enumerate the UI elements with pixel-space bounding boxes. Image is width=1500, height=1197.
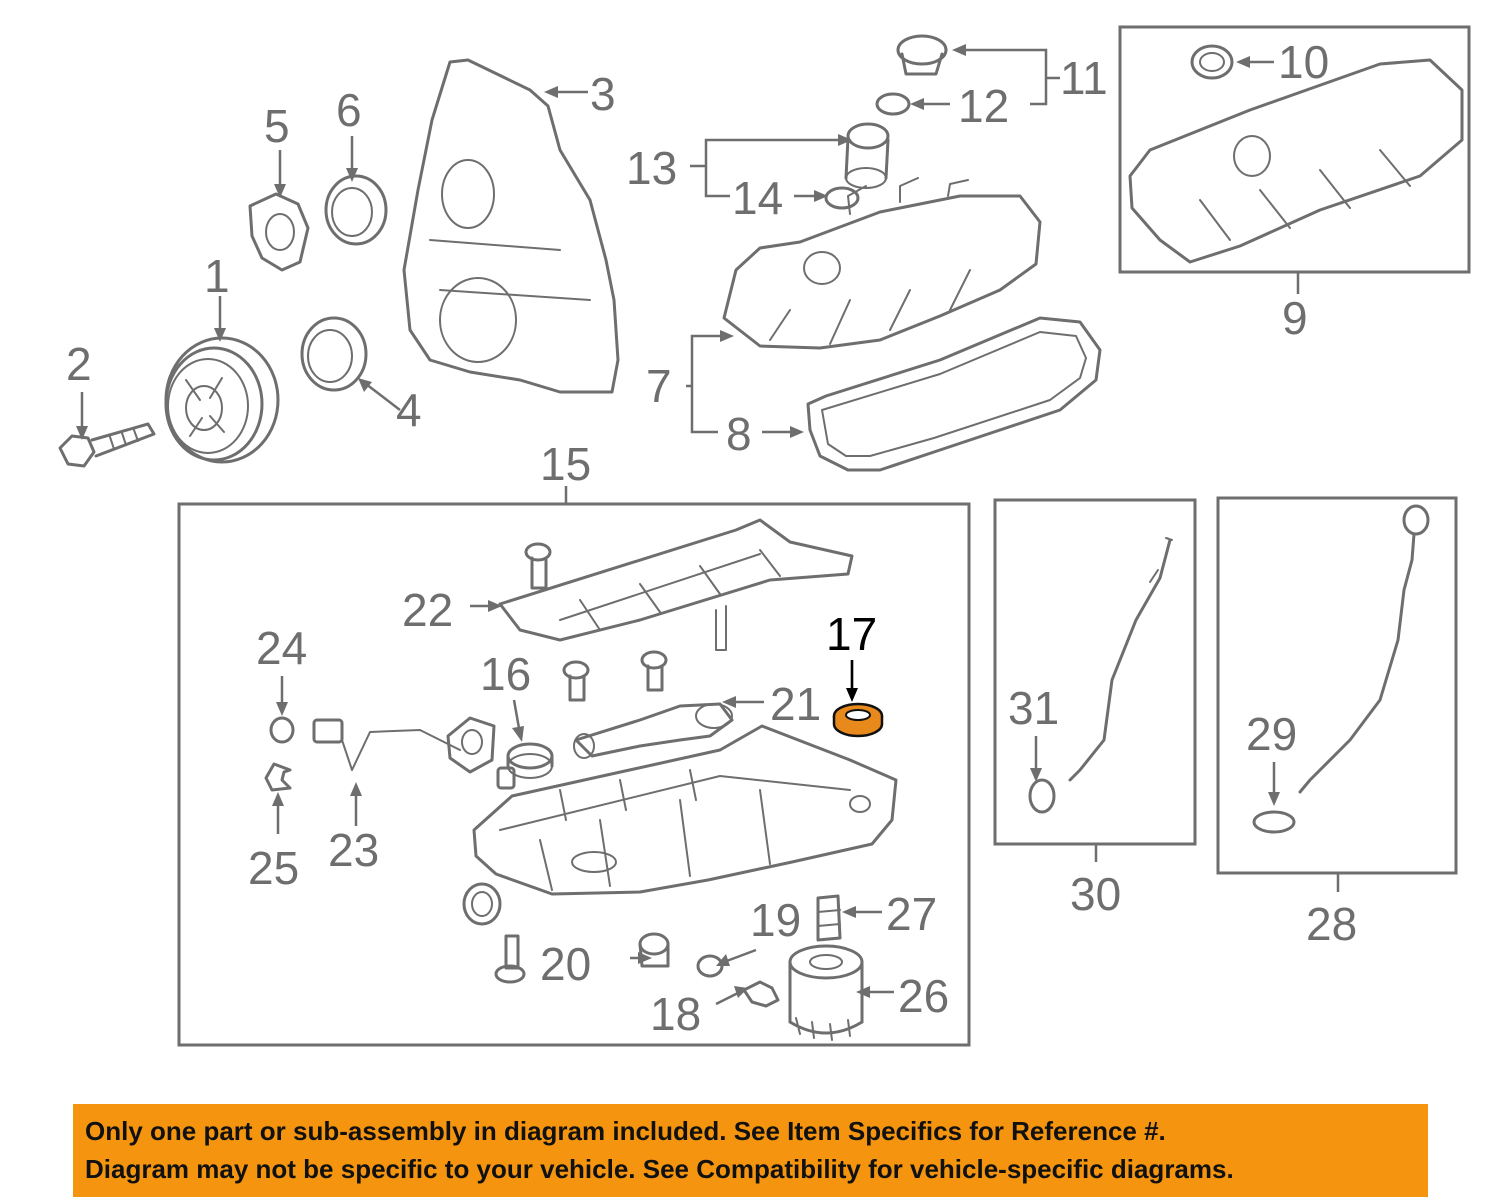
valve-cover-part [722, 177, 1042, 350]
sensor-clip-part [264, 762, 292, 792]
callout-23: 23 [328, 824, 379, 876]
oil-filter-part [788, 944, 864, 1041]
callout-16: 16 [480, 648, 531, 700]
valve-cover-gasket-part [806, 316, 1102, 472]
callout-3: 3 [590, 68, 616, 120]
disclaimer-line-1: Only one part or sub-assembly in diagram… [85, 1116, 1166, 1146]
crank-seal-part [300, 316, 368, 392]
pan-bolt-part [494, 934, 526, 984]
timing-plate-part [248, 192, 310, 272]
leader-lines [76, 44, 1340, 1006]
oil-pan-part [472, 724, 898, 896]
front-seal-part [324, 174, 388, 246]
callout-22: 22 [402, 584, 453, 636]
drain-plug-18-part [742, 980, 780, 1008]
group-box-15 [177, 502, 971, 1047]
tube-o-ring-31-part [1028, 778, 1056, 814]
callout-27: 27 [886, 888, 937, 940]
crank-bolt-part [58, 422, 156, 468]
fitting-27-part [816, 894, 842, 942]
pan-seal-part [462, 882, 502, 926]
callout-28: 28 [1306, 898, 1357, 950]
highlighted-seal-part [832, 702, 884, 738]
callout-8: 8 [726, 408, 752, 460]
disclaimer-line-2: Diagram may not be specific to your vehi… [85, 1154, 1234, 1184]
oil-cap-seal-part [1190, 44, 1234, 80]
callout-30: 30 [1070, 868, 1121, 920]
callout-10: 10 [1278, 36, 1329, 88]
baffle-bolt-left-part [562, 660, 590, 702]
callout-1: 1 [204, 250, 230, 302]
callout-26: 26 [898, 970, 949, 1022]
callout-12: 12 [958, 80, 1009, 132]
sensor-o-ring-part [269, 716, 295, 744]
oil-filler-cap-part [896, 34, 948, 76]
filler-tube-part [844, 122, 890, 189]
callout-24: 24 [256, 622, 307, 674]
dowel-part [496, 766, 516, 790]
disclaimer-banner: Only one part or sub-assembly in diagram… [73, 1104, 1428, 1197]
callout-14: 14 [732, 172, 783, 224]
callout-5: 5 [264, 100, 290, 152]
cap-seal-part [875, 92, 911, 116]
dipstick-o-ring-29-part [1252, 810, 1296, 834]
callout-21: 21 [770, 678, 821, 730]
group-box-30 [993, 498, 1197, 846]
group-box-28 [1216, 496, 1458, 875]
timing-cover-part [402, 58, 620, 394]
callout-6: 6 [336, 84, 362, 136]
callout-11: 11 [1060, 52, 1108, 104]
callout-29: 29 [1246, 708, 1297, 760]
pickup-seal-part [506, 742, 554, 779]
callout-25: 25 [248, 842, 299, 894]
crank-pulley-part [164, 336, 280, 464]
baffle-bolt-right-part [640, 650, 668, 692]
callout-7: 7 [646, 360, 672, 412]
group-box-9 [1118, 25, 1471, 274]
dipstick-tube-part [1068, 537, 1173, 782]
callout-18: 18 [650, 988, 701, 1040]
callout-19: 19 [750, 894, 801, 946]
callout-20: 20 [540, 938, 591, 990]
baffle-bolt-top-part [524, 542, 552, 590]
callout-31: 31 [1008, 682, 1059, 734]
callout-2: 2 [66, 338, 92, 390]
dipstick-part [1298, 504, 1430, 794]
callout-15: 15 [540, 438, 591, 490]
callout-13: 13 [626, 142, 677, 194]
callout-17-highlighted: 17 [826, 608, 877, 660]
callout-4: 4 [396, 384, 422, 436]
callout-9: 9 [1282, 292, 1308, 344]
oil-level-sensor-part [312, 716, 496, 774]
oil-pickup-tube-part [573, 702, 734, 759]
tube-seal-part [824, 186, 860, 210]
oil-baffle-part [498, 518, 854, 651]
valve-cover-assembly-part [1128, 58, 1464, 264]
